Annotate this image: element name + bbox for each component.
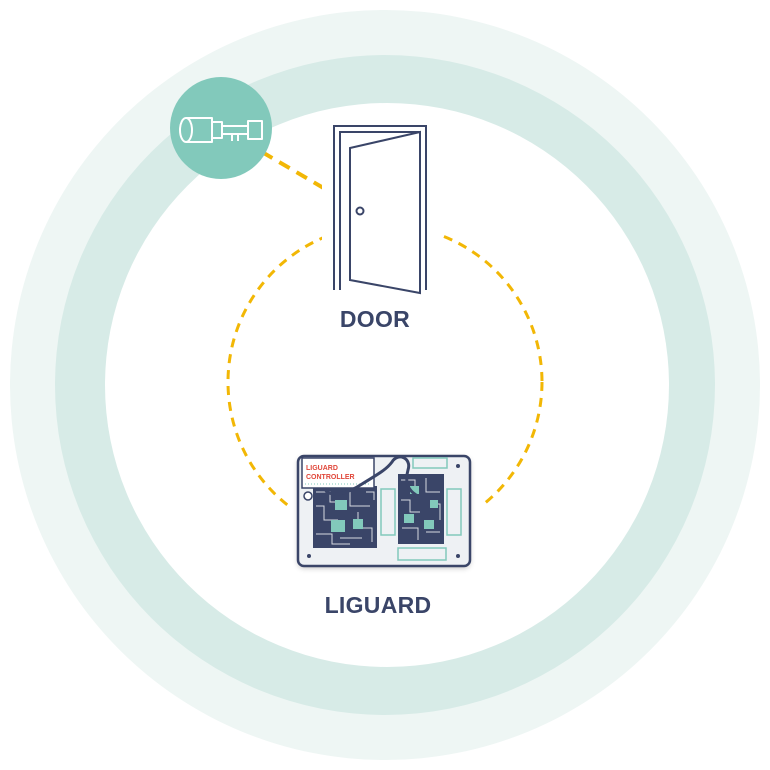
cylinder-lock-icon bbox=[170, 77, 272, 179]
door-label: DOOR bbox=[339, 306, 411, 332]
inner-disc bbox=[105, 103, 669, 667]
circuit-board-icon: LIGUARD CONTROLLER bbox=[296, 454, 472, 568]
controller-label-line1: LIGUARD bbox=[306, 465, 338, 472]
liguard-label: LIGUARD bbox=[324, 592, 432, 618]
controller-cable bbox=[322, 455, 419, 498]
controller-label-line2: CONTROLLER bbox=[306, 474, 355, 481]
door-icon bbox=[333, 125, 427, 295]
